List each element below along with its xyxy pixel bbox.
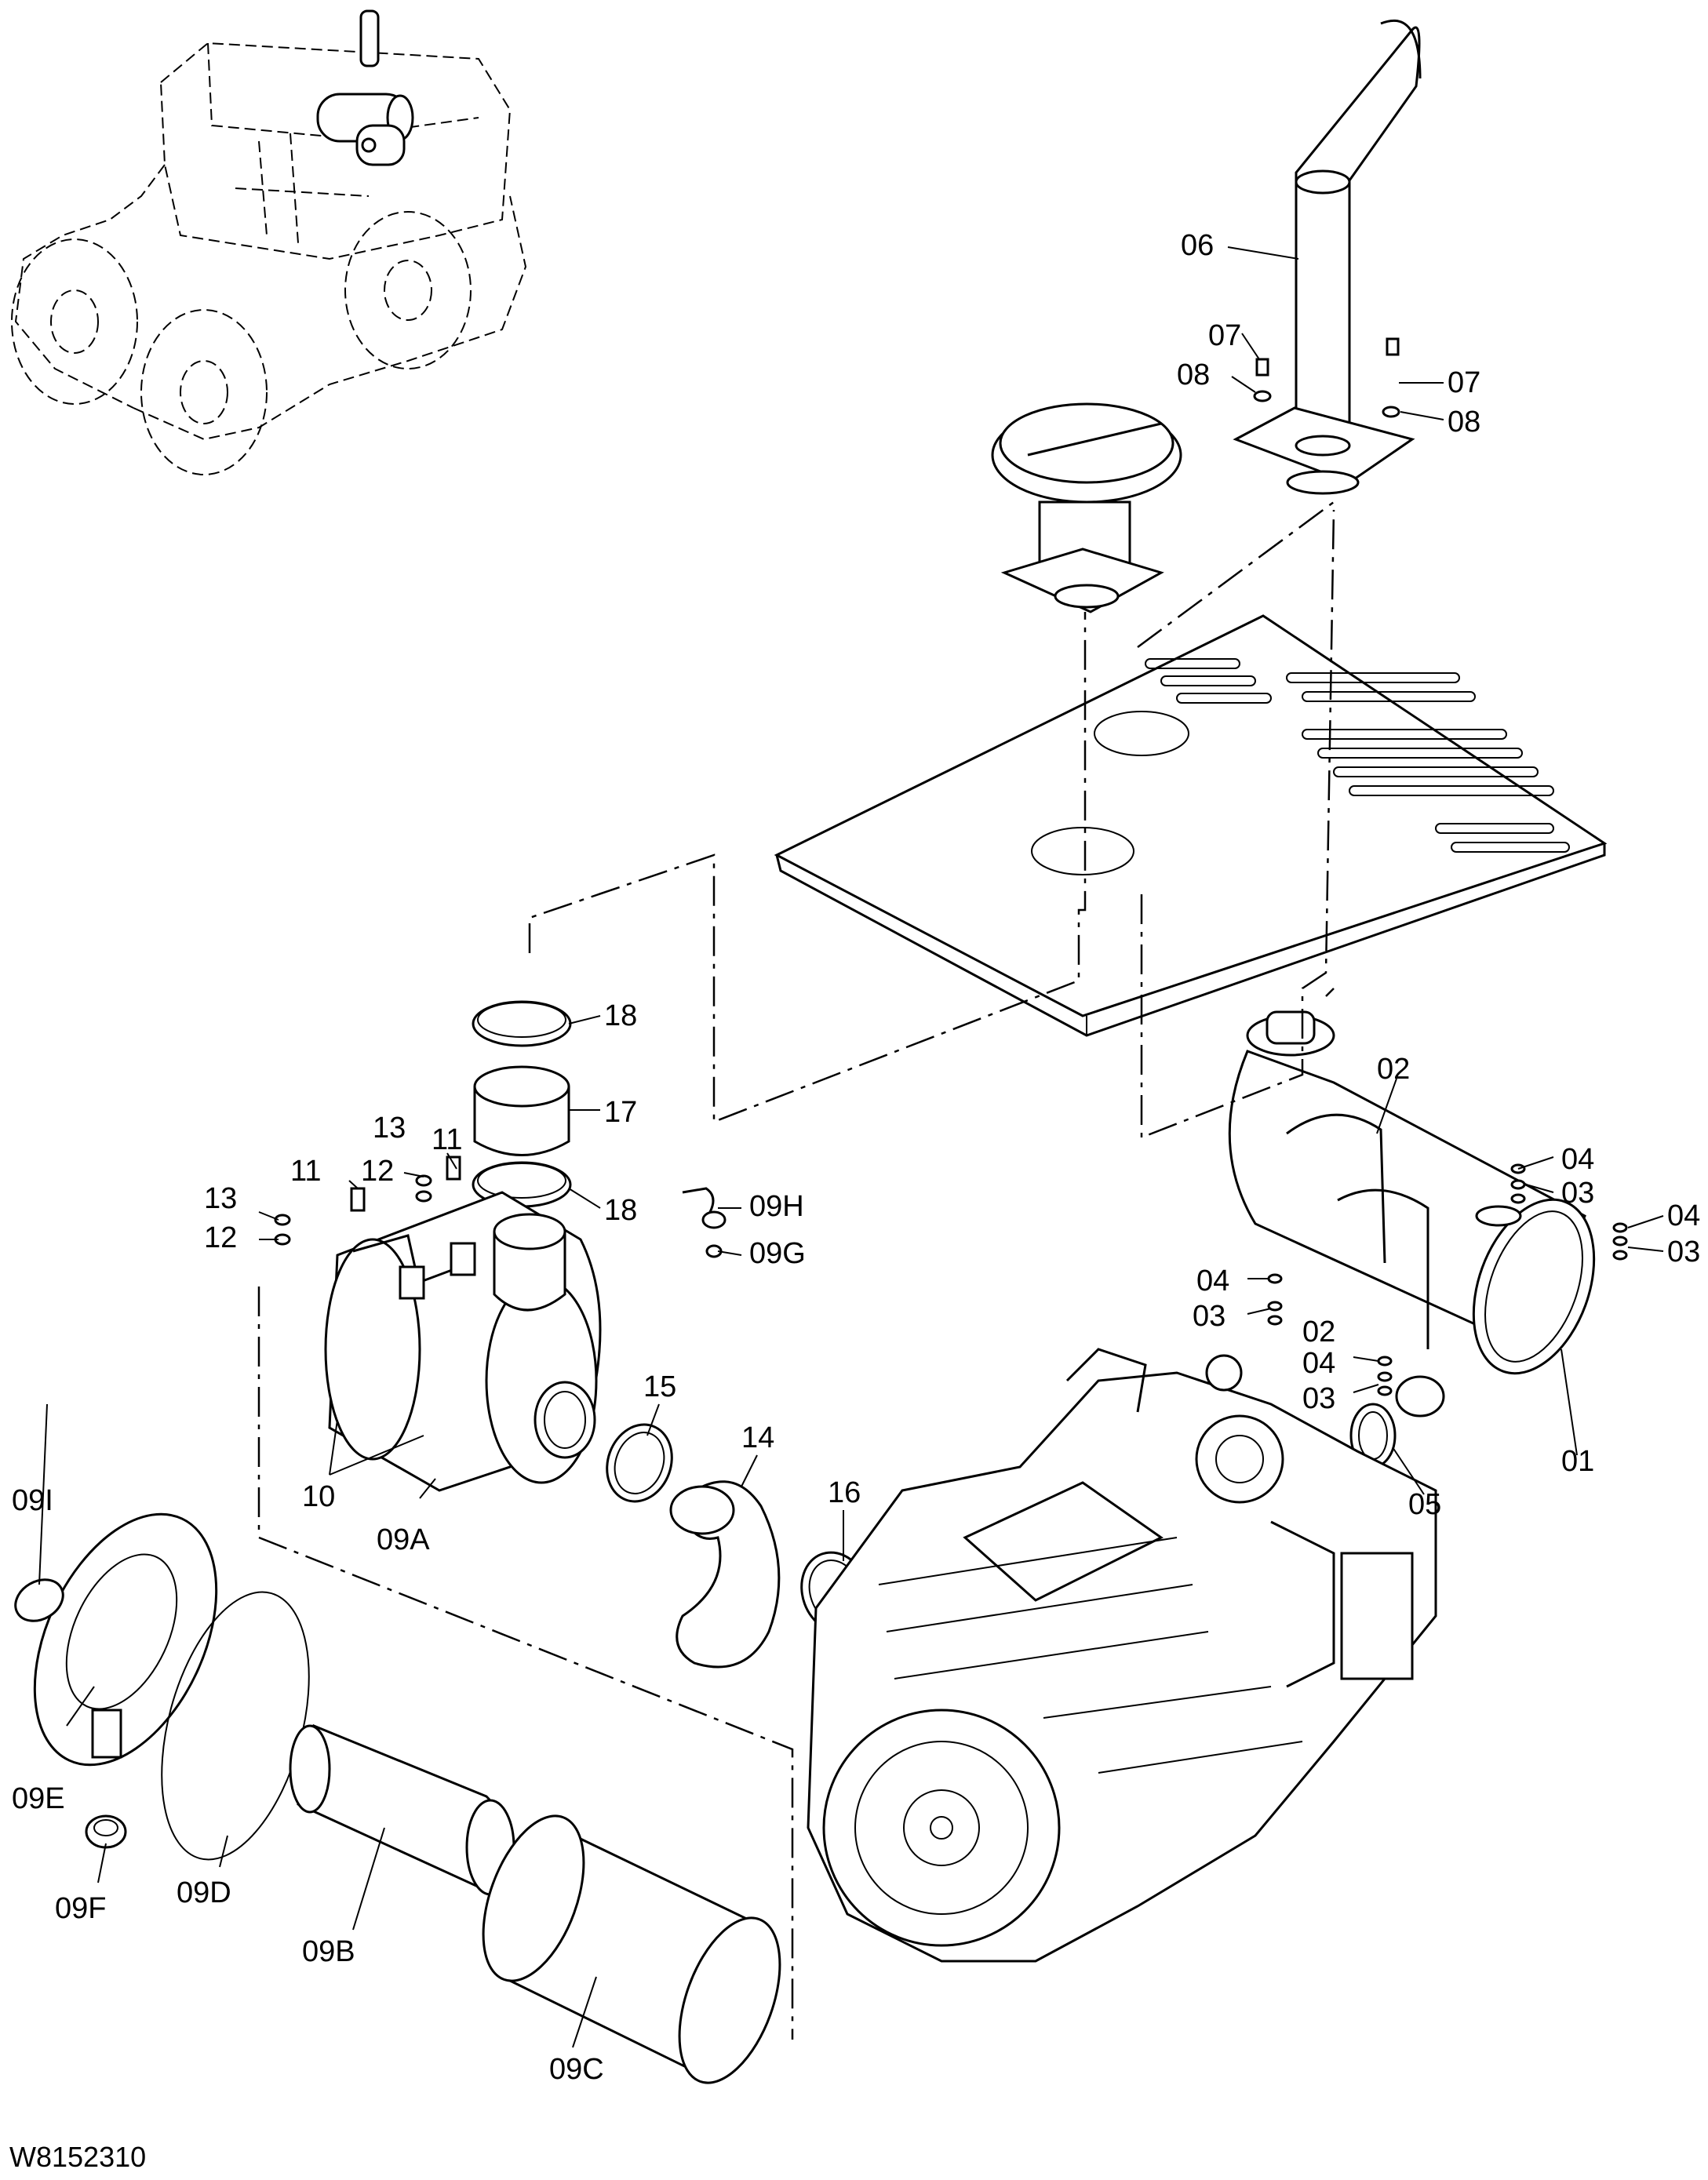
label-11-left: 11 [290, 1155, 321, 1188]
rubber-sleeve [473, 1065, 570, 1156]
air-cleaner-housing [324, 1191, 602, 1492]
label-06: 06 [1181, 229, 1214, 262]
label-02-bottom: 02 [1302, 1316, 1335, 1348]
label-04-c: 04 [1196, 1265, 1229, 1297]
evacuator-valve [85, 1814, 127, 1849]
label-16: 16 [828, 1476, 861, 1509]
intake-hose-elbow [669, 1480, 781, 1669]
primary-element [482, 1814, 781, 2084]
part-labels: 06 07 08 07 08 02 04 03 04 03 04 03 02 0… [12, 229, 1700, 2086]
engine-assembly [807, 1348, 1437, 1963]
safety-element [289, 1723, 515, 1896]
label-09h: 09H [749, 1190, 804, 1223]
intake-clamp-15 [606, 1423, 673, 1503]
engine-hood-panel [774, 614, 1608, 1037]
label-03-d: 03 [1302, 1382, 1335, 1415]
stack-bolt-left [1253, 358, 1272, 402]
bolt-set-left [274, 1156, 461, 1246]
label-09d: 09D [177, 1876, 231, 1909]
label-04-b: 04 [1667, 1199, 1700, 1232]
hose-clamp-upper [472, 1000, 572, 1047]
label-05: 05 [1408, 1488, 1441, 1521]
label-15: 15 [643, 1370, 676, 1403]
cover-plug [14, 1578, 64, 1622]
label-07-right: 07 [1448, 366, 1480, 399]
label-04-d: 04 [1302, 1347, 1335, 1380]
leader-lines [38, 246, 1664, 2048]
label-03-c: 03 [1193, 1300, 1225, 1333]
label-04-a: 04 [1561, 1143, 1594, 1176]
muffler [1228, 1010, 1596, 1418]
assembly-lines [257, 500, 1335, 2040]
label-01: 01 [1561, 1445, 1594, 1478]
label-09e: 09E [12, 1782, 65, 1815]
air-precleaner [991, 402, 1182, 613]
label-02-top: 02 [1377, 1053, 1410, 1086]
label-03-a: 03 [1561, 1177, 1594, 1210]
label-09a: 09A [377, 1523, 430, 1556]
label-10: 10 [302, 1480, 335, 1513]
label-12-left: 12 [204, 1221, 237, 1254]
label-07-left: 07 [1208, 319, 1241, 352]
label-12-right: 12 [361, 1155, 394, 1188]
exhaust-stack [1233, 19, 1422, 495]
label-09g: 09G [749, 1237, 806, 1270]
label-03-b: 03 [1667, 1236, 1700, 1268]
label-18-top: 18 [604, 999, 637, 1032]
muffler-nuts-washers [1267, 1163, 1628, 1396]
label-09i: 09I [12, 1484, 53, 1517]
label-18-bottom: 18 [604, 1194, 637, 1227]
label-09f: 09F [55, 1892, 106, 1925]
stack-bolt-right [1382, 337, 1400, 418]
label-13-right: 13 [373, 1112, 406, 1145]
restriction-indicator [682, 1187, 727, 1258]
label-08-right: 08 [1448, 406, 1480, 439]
thumbnail-highlight-exhaust [316, 9, 414, 166]
exhaust-clamp [1349, 1403, 1397, 1468]
label-14: 14 [741, 1421, 774, 1454]
label-09b: 09B [302, 1935, 355, 1968]
label-11-right: 11 [432, 1123, 462, 1156]
air-cleaner-cover [33, 1512, 218, 1767]
label-13-left: 13 [204, 1182, 237, 1215]
label-08-left: 08 [1177, 358, 1210, 391]
label-17: 17 [604, 1096, 637, 1129]
machine-overview-thumbnail [11, 42, 527, 475]
drawing-id: W8152310 [9, 2141, 146, 2173]
label-09c: 09C [549, 2053, 604, 2086]
